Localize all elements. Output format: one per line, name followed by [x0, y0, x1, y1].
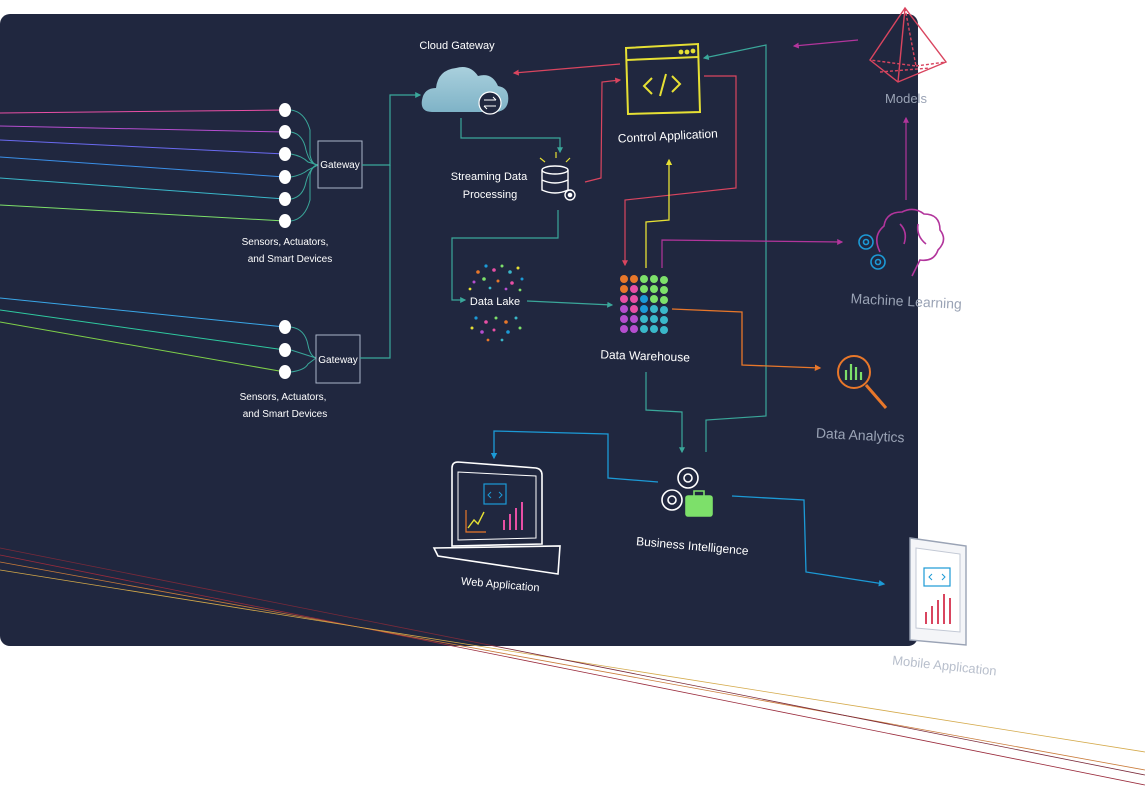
database-gear-icon — [539, 152, 576, 201]
sensors-label-top-1: Sensors, Actuators, — [242, 237, 329, 248]
mobile-application-label: Mobile Application — [892, 653, 998, 679]
control-to-warehouse-arrow — [622, 75, 737, 267]
pyramid-icon — [869, 6, 948, 83]
streaming-to-datalake-arrow — [451, 210, 559, 303]
warehouse-to-analytics-arrow — [671, 308, 822, 372]
sensor-lines-bottom — [0, 297, 286, 373]
gateway-box-bottom — [315, 334, 361, 384]
control-application-label: Control Application — [617, 126, 718, 145]
gateway-to-cloud-arrows — [360, 92, 422, 359]
sensor-lines-top — [0, 109, 286, 222]
data-lake-label: Data Lake — [470, 296, 520, 308]
models-label: Models — [885, 91, 927, 106]
phone-icon — [909, 537, 967, 646]
cloud-icon — [421, 67, 509, 115]
sensor-dots-bottom — [279, 320, 291, 379]
streaming-label-2: Processing — [463, 189, 517, 201]
decorative-lines — [0, 547, 1145, 786]
warehouse-to-control-arrow — [645, 158, 673, 268]
sensor-to-gateway-connectors — [290, 109, 319, 373]
streaming-label-1: Streaming Data — [451, 171, 528, 183]
data-analytics-label: Data Analytics — [816, 425, 905, 446]
dot-grid-icon — [620, 275, 668, 334]
warehouse-to-ml-arrow — [661, 238, 844, 268]
models-to-control-arrow — [792, 39, 859, 49]
streaming-to-control-arrow — [584, 77, 622, 183]
gears-briefcase-icon — [661, 467, 713, 517]
sensors-label-top-2: and Smart Devices — [248, 254, 332, 265]
sensor-dots-top — [279, 103, 291, 228]
bi-to-mobile-arrow — [731, 495, 886, 587]
sensors-label-bottom-1: Sensors, Actuators, — [240, 392, 327, 403]
cloud-to-streaming-arrow — [460, 118, 563, 154]
warehouse-to-bi-arrow — [645, 372, 685, 454]
control-to-cloud-arrow — [512, 63, 621, 76]
magnifier-chart-icon — [837, 355, 888, 409]
bi-to-control-arrow — [702, 44, 767, 452]
datalake-to-warehouse-arrow — [526, 300, 614, 308]
machine-learning-label: Machine Learning — [850, 290, 962, 312]
cloud-gateway-label: Cloud Gateway — [419, 40, 495, 52]
sensors-label-bottom-2: and Smart Devices — [243, 409, 327, 420]
data-lake-dots — [468, 264, 524, 342]
data-warehouse-label: Data Warehouse — [600, 347, 690, 364]
bi-to-webapp-arrow — [490, 430, 659, 483]
brain-gears-icon — [858, 208, 945, 277]
gateway-label-top: Gateway — [320, 160, 359, 171]
laptop-icon — [432, 461, 561, 575]
code-window-icon — [624, 42, 702, 116]
gateway-label-bottom: Gateway — [318, 355, 357, 366]
